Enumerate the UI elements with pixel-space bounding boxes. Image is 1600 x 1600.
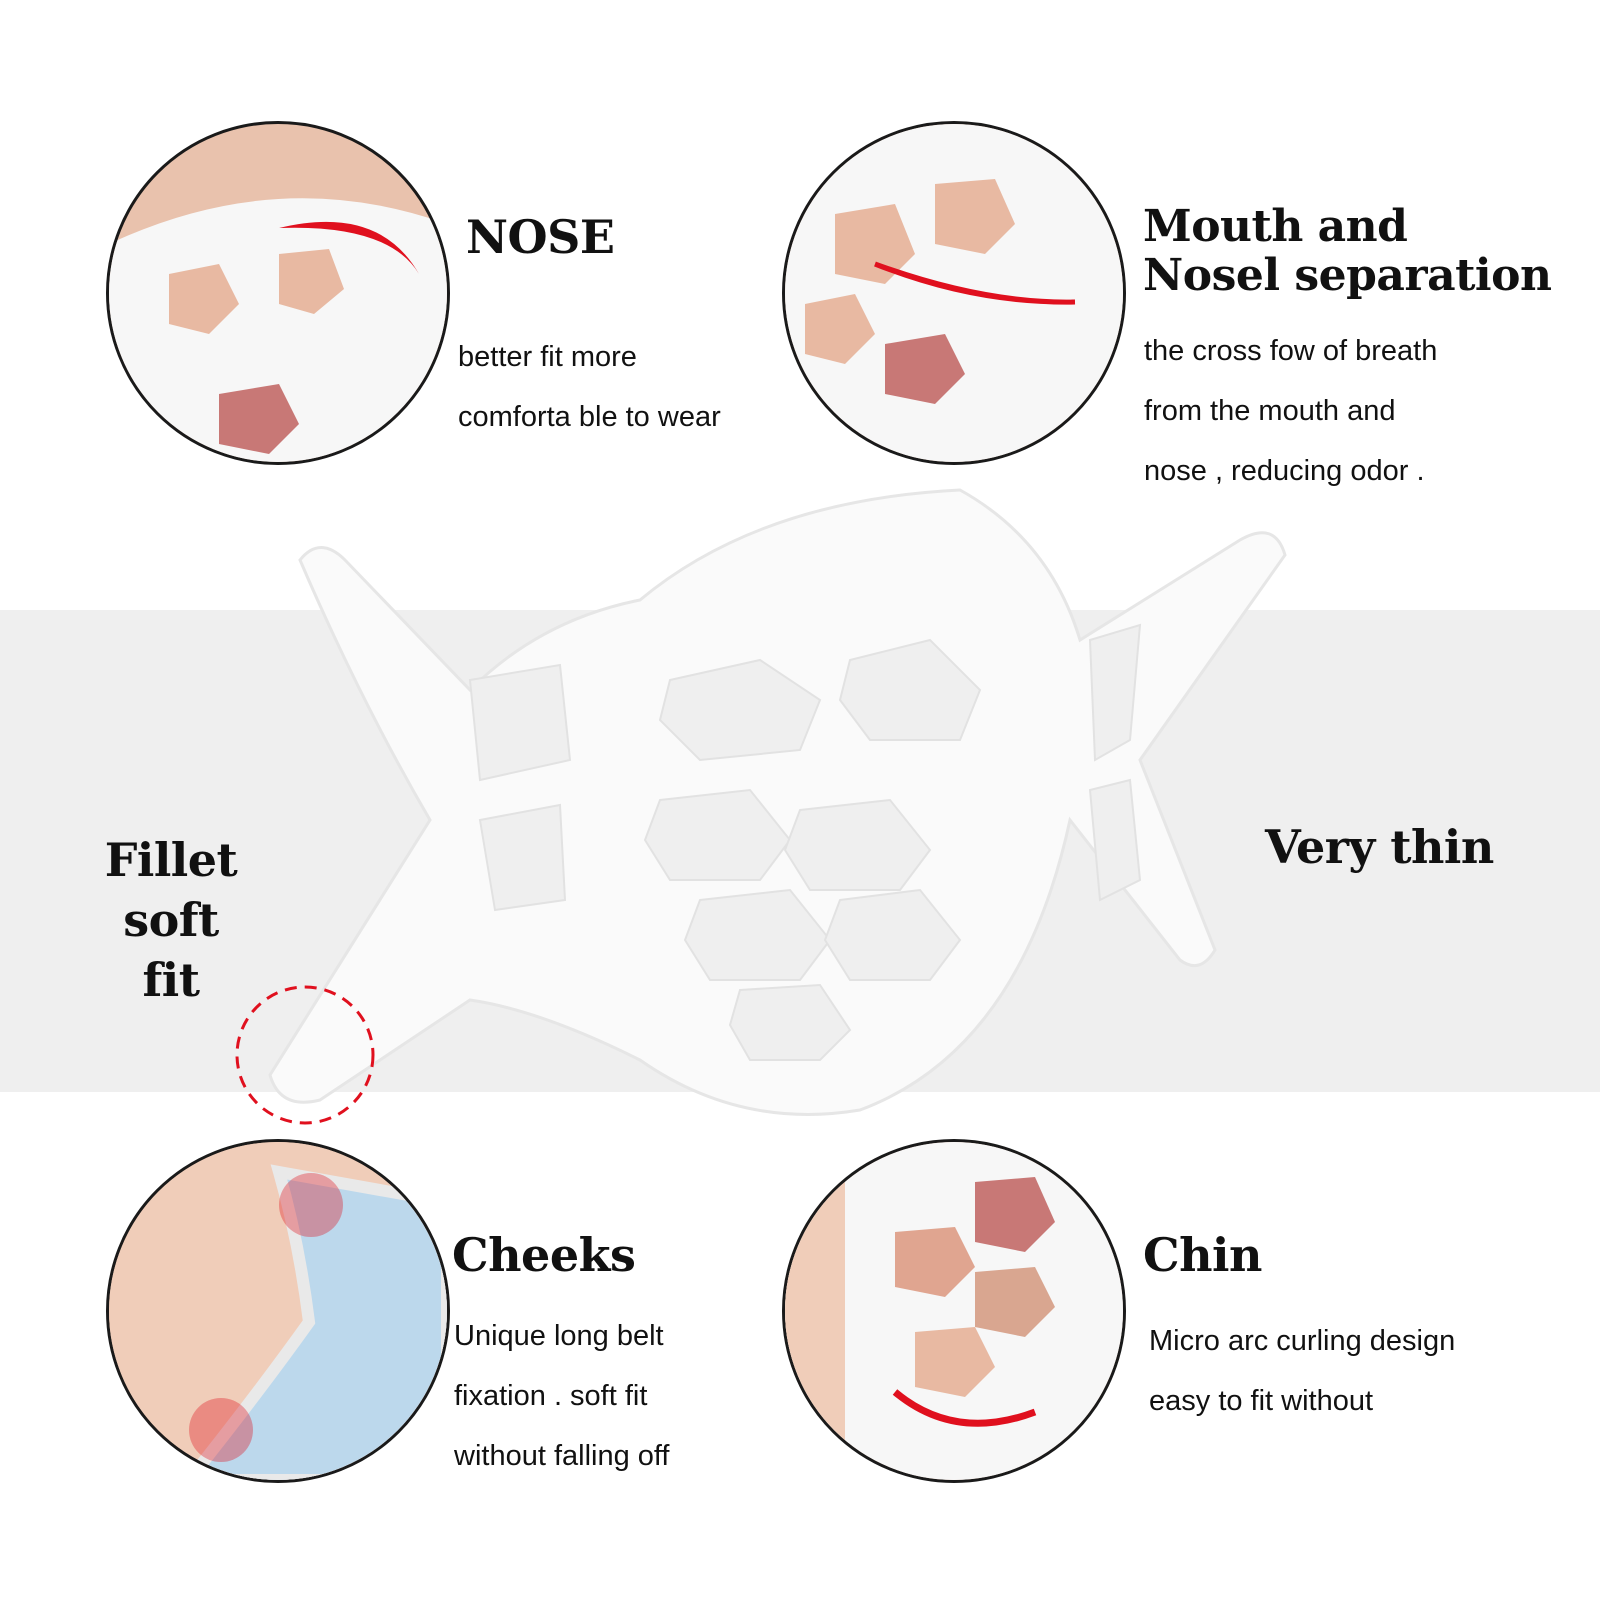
chin-title: Chin xyxy=(1143,1228,1262,1282)
separation-desc-line: from the mouth and xyxy=(1144,395,1396,427)
nose-desc-line: comforta ble to wear xyxy=(458,401,721,433)
separation-title-line: Mouth and xyxy=(1143,201,1408,252)
separation-title: Mouth and Nosel separation xyxy=(1143,201,1552,302)
cheeks-desc-line: fixation . soft fit xyxy=(454,1380,648,1412)
cheeks-description: Unique long belt fixation . soft fit wit… xyxy=(454,1291,670,1501)
cheeks-detail-image xyxy=(106,1139,450,1483)
cheeks-title: Cheeks xyxy=(452,1228,636,1282)
mouth-nose-separation-image xyxy=(782,121,1126,465)
chin-detail-image xyxy=(782,1139,1126,1483)
separation-desc-line: nose , reducing odor . xyxy=(1144,455,1425,487)
fillet-highlight-circle xyxy=(235,985,375,1125)
nose-title: NOSE xyxy=(466,210,615,264)
fillet-title-line: soft fit xyxy=(123,893,219,1007)
separation-title-line: Nosel separation xyxy=(1143,250,1552,302)
separation-description: the cross fow of breath from the mouth a… xyxy=(1144,306,1437,516)
nose-detail-image xyxy=(106,121,450,465)
fillet-title-line: Fillet xyxy=(104,833,238,887)
nose-desc-line: better fit more xyxy=(458,341,637,373)
nose-description: better fit more comforta ble to wear xyxy=(458,312,721,462)
cheeks-desc-line: Unique long belt xyxy=(454,1320,664,1352)
cheeks-desc-line: without falling off xyxy=(454,1440,670,1472)
fillet-title: Fillet soft fit xyxy=(96,830,246,1010)
chin-desc-line: Micro arc curling design xyxy=(1149,1325,1456,1357)
separation-desc-line: the cross fow of breath xyxy=(1144,335,1438,367)
chin-description: Micro arc curling design easy to fit wit… xyxy=(1149,1296,1455,1446)
chin-desc-line: easy to fit without xyxy=(1149,1385,1374,1417)
very-thin-title: Very thin xyxy=(1265,820,1494,874)
